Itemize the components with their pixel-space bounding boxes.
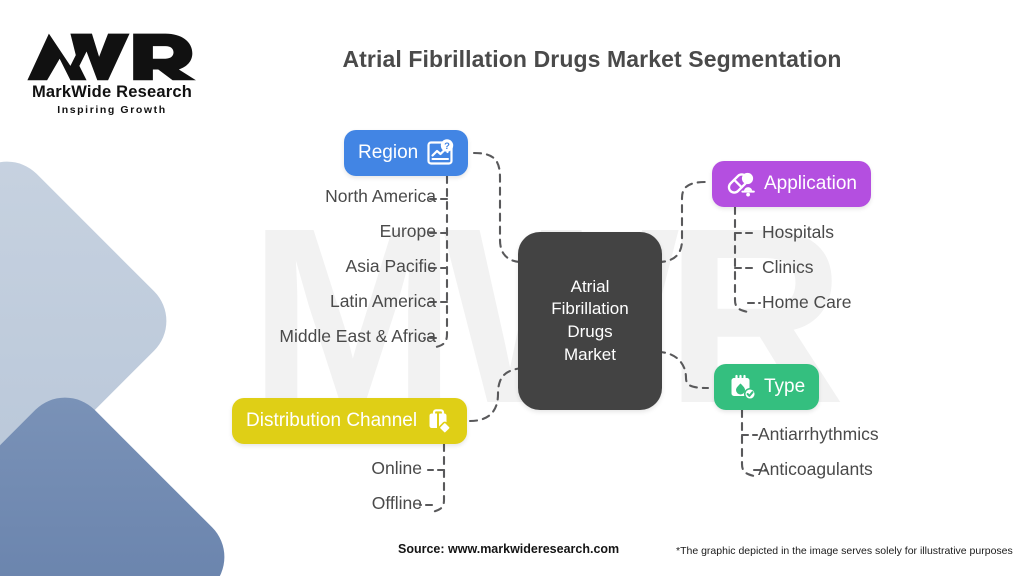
list-item: Europe	[379, 221, 436, 241]
page-title: Atrial Fibrillation Drugs Market Segment…	[342, 46, 842, 72]
branch-items-application: Hospitals Clinics Home Care	[762, 222, 1002, 329]
list-item: Latin America	[329, 291, 436, 311]
chart-question-icon: ?	[427, 139, 454, 165]
mwr-logo-icon	[27, 33, 197, 81]
source-label: Source: www.markwideresearch.com	[398, 542, 620, 556]
branch-label-distribution: Distribution Channel	[246, 410, 418, 431]
svg-text:?: ?	[444, 141, 450, 152]
branch-badge-application[interactable]: Application	[712, 161, 871, 207]
briefcase-icon	[429, 409, 452, 435]
brand-name: MarkWide Research	[31, 83, 193, 101]
list-item: Clinics	[762, 257, 814, 277]
branch-label-region: Region	[358, 142, 419, 163]
brand-tagline: Inspiring Growth	[57, 104, 167, 116]
branch-badge-region[interactable]: Region ?	[344, 130, 469, 176]
branch-label-application: Application	[764, 173, 857, 194]
list-item: Asia Pacific	[345, 256, 436, 276]
branch-badge-distribution[interactable]: Distribution Channel	[232, 398, 468, 444]
center-node: Atrial Fibrillation Drugs Market	[518, 232, 662, 410]
branch-badge-type[interactable]: Type	[714, 364, 820, 410]
list-item: Middle East & Africa	[279, 326, 436, 346]
disclaimer-label: *The graphic depicted in the image serve…	[676, 545, 1013, 557]
branch-items-region: North America Europe Asia Pacific Latin …	[140, 186, 436, 363]
list-item: Home Care	[762, 292, 852, 312]
pills-bell-icon	[727, 172, 755, 197]
list-item: Anticoagulants	[758, 459, 873, 479]
center-node-label: Atrial Fibrillation Drugs Market	[551, 276, 629, 364]
list-item: North America	[325, 186, 436, 206]
list-item: Antiarrhythmics	[758, 424, 879, 444]
branch-items-type: Antiarrhythmics Anticoagulants	[758, 424, 1008, 496]
branch-items-distribution: Online Offline	[200, 458, 422, 530]
list-item: Offline	[371, 493, 422, 513]
list-item: Online	[371, 458, 422, 478]
list-item: Hospitals	[762, 222, 834, 242]
brand-logo: MarkWide Research Inspiring Growth	[22, 30, 202, 116]
clipboard-check-icon	[731, 374, 756, 401]
branch-label-type: Type	[764, 376, 806, 397]
